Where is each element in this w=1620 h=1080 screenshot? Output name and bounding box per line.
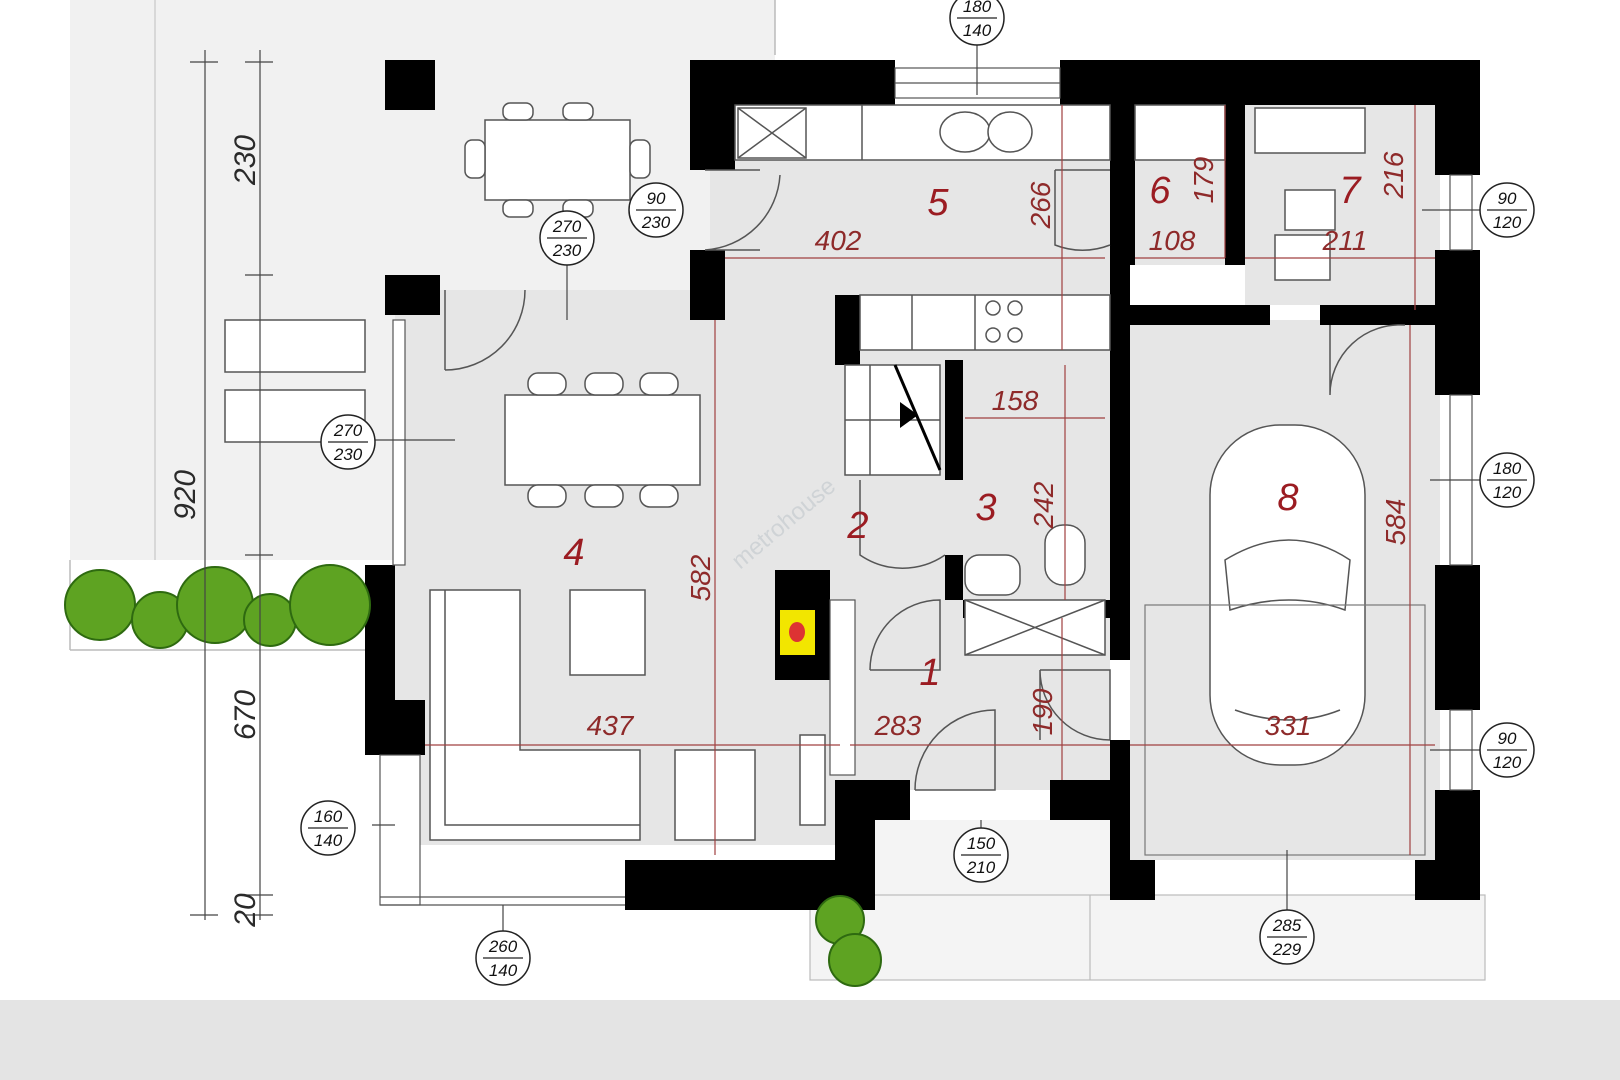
dining-table: [504, 372, 701, 508]
dim-label: 331: [1265, 710, 1312, 741]
boiler: [1284, 189, 1336, 231]
opening-label: 150 210: [953, 827, 1009, 883]
opening-label: 270 230: [320, 414, 376, 470]
kitchen-stove-unit: [859, 294, 1111, 351]
svg-text:270: 270: [333, 421, 363, 440]
dim-label: 242: [1028, 481, 1059, 529]
site-dim-label: 670: [229, 690, 262, 740]
svg-text:260: 260: [488, 937, 518, 956]
svg-text:230: 230: [333, 445, 363, 464]
sun-lounger: [224, 319, 366, 373]
driveway-paving: [809, 894, 1486, 981]
room-number-3: 3: [975, 487, 996, 529]
opening-label: 270 230: [539, 210, 595, 266]
dim-label: 108: [1149, 225, 1196, 256]
dim-label: 582: [685, 554, 716, 601]
svg-text:90: 90: [1498, 729, 1517, 748]
room-number-2: 2: [846, 505, 868, 547]
svg-text:120: 120: [1493, 213, 1522, 232]
opening-label: 285 229: [1259, 909, 1315, 965]
svg-text:120: 120: [1493, 483, 1522, 502]
door-swings: [444, 169, 1406, 791]
opening-label: 90 120: [1479, 182, 1535, 238]
armchair: [569, 589, 646, 676]
dim-label: 216: [1378, 151, 1409, 199]
dim-label: 211: [1322, 225, 1368, 256]
room-7-cabinet: [1254, 107, 1366, 154]
svg-text:230: 230: [641, 213, 671, 232]
opening-label: 160 140: [300, 800, 356, 856]
opening-label: 90 120: [1479, 722, 1535, 778]
site-dim-label: 230: [229, 135, 262, 186]
svg-text:285: 285: [1272, 916, 1302, 935]
opening-label: 180 140: [949, 0, 1005, 46]
garage-parking-outline: [1144, 604, 1426, 856]
room-6-cabinet: [1134, 104, 1226, 161]
opening-label: 260 140: [475, 930, 531, 986]
tv-cabinet: [799, 734, 826, 826]
staircase: [844, 364, 942, 476]
room-number-1: 1: [919, 652, 940, 694]
svg-text:90: 90: [1498, 189, 1517, 208]
site-dim-label: 20: [229, 893, 262, 928]
svg-text:150: 150: [967, 834, 996, 853]
opening-leaders: [372, 45, 1480, 935]
room-number-7: 7: [1339, 170, 1362, 212]
bottom-bar: [0, 1000, 1620, 1080]
svg-text:120: 120: [1493, 753, 1522, 772]
opening-label: 180 120: [1479, 452, 1535, 508]
dim-label: 283: [874, 710, 922, 741]
svg-text:90: 90: [647, 189, 666, 208]
room-number-5: 5: [927, 182, 949, 224]
dim-label: 584: [1380, 499, 1411, 546]
svg-text:160: 160: [314, 807, 343, 826]
svg-text:210: 210: [966, 858, 996, 877]
svg-text:230: 230: [552, 241, 582, 260]
room-number-4: 4: [563, 532, 584, 574]
kitchen-counter: [734, 104, 1111, 161]
svg-text:140: 140: [314, 831, 343, 850]
dim-label: 158: [992, 385, 1039, 416]
site-dim-label: 920: [169, 470, 202, 520]
dim-label: 190: [1027, 688, 1058, 735]
terrace-table: [464, 102, 651, 218]
dimension-lines: [425, 105, 1435, 855]
room-number-8: 8: [1277, 477, 1298, 519]
dim-label: 179: [1188, 157, 1219, 204]
dim-label: 266: [1025, 181, 1056, 229]
dim-label: 437: [587, 710, 635, 741]
svg-text:180: 180: [1493, 459, 1522, 478]
flame-icon: [789, 622, 805, 642]
svg-text:180: 180: [963, 0, 992, 16]
washbasin: [964, 554, 1021, 596]
walls: [365, 60, 1480, 910]
dim-label: 402: [815, 225, 862, 256]
svg-text:270: 270: [552, 217, 582, 236]
hedge-plants: [64, 564, 882, 987]
svg-text:140: 140: [963, 21, 992, 40]
opening-label: 90 230: [628, 182, 684, 238]
svg-text:229: 229: [1272, 940, 1302, 959]
room-number-6: 6: [1149, 170, 1171, 212]
car: [1209, 424, 1366, 766]
wardrobe: [829, 599, 856, 776]
svg-text:140: 140: [489, 961, 518, 980]
site-dimension-chain: [190, 50, 273, 920]
sofa: [429, 589, 641, 841]
